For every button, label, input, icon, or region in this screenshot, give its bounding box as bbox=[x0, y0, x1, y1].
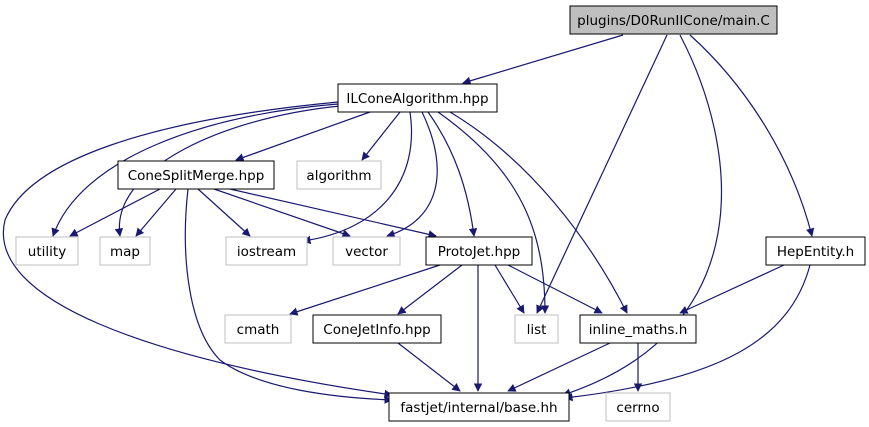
edge-protojet-inline bbox=[507, 264, 603, 314]
edge-ilcone-iostream bbox=[302, 111, 412, 245]
edge-ilcone-algorithm bbox=[361, 111, 401, 161]
node-iostream[interactable]: iostream bbox=[225, 236, 308, 266]
node-conesplit[interactable]: ConeSplitMerge.hpp bbox=[117, 160, 275, 190]
node-cerrno-label: cerrno bbox=[616, 400, 659, 416]
node-algorithm[interactable]: algorithm bbox=[296, 160, 382, 190]
node-hepentity-label: HepEntity.h bbox=[777, 244, 854, 260]
node-algorithm-label: algorithm bbox=[306, 168, 371, 184]
edge-ilcone-list bbox=[437, 111, 550, 314]
edge-ilcone-utility bbox=[51, 103, 339, 237]
edge-conesplit-base bbox=[184, 188, 393, 404]
nodes: plugins/D0RunIICone/main.C ILConeAlgorit… bbox=[15, 5, 866, 422]
node-base[interactable]: fastjet/internal/base.hh bbox=[388, 392, 570, 422]
node-vector[interactable]: vector bbox=[332, 236, 401, 266]
edge-conesplit-map bbox=[135, 188, 177, 237]
node-map-label: map bbox=[110, 244, 140, 260]
node-conesplit-label: ConeSplitMerge.hpp bbox=[128, 168, 265, 184]
node-map[interactable]: map bbox=[99, 236, 151, 266]
edge-ilcone-protojet bbox=[427, 111, 478, 237]
edge-root-hepentity bbox=[689, 34, 815, 237]
edges bbox=[2, 34, 815, 404]
edge-ilcone-conesplit bbox=[235, 111, 371, 162]
node-ilcone[interactable]: ILConeAlgorithm.hpp bbox=[337, 83, 498, 113]
node-base-label: fastjet/internal/base.hh bbox=[400, 400, 557, 416]
edge-root-ilcone bbox=[462, 34, 624, 85]
edge-conesplit-vector bbox=[213, 188, 351, 238]
node-list[interactable]: list bbox=[514, 314, 559, 344]
node-conejetinfo[interactable]: ConeJetInfo.hpp bbox=[312, 314, 442, 344]
node-conejetinfo-label: ConeJetInfo.hpp bbox=[323, 322, 430, 338]
edge-protojet-cmath bbox=[289, 264, 441, 316]
node-root[interactable]: plugins/D0RunIICone/main.C bbox=[569, 5, 778, 35]
edge-conesplit-iostream bbox=[197, 188, 251, 237]
node-protojet-label: ProtoJet.hpp bbox=[438, 244, 521, 260]
edge-conejetinfo-base bbox=[397, 342, 461, 392]
edge-protojet-list bbox=[494, 264, 525, 314]
edge-hepentity-base bbox=[564, 264, 811, 402]
node-utility[interactable]: utility bbox=[15, 236, 79, 266]
edge-conesplit-protojet bbox=[229, 188, 437, 239]
edge-inline-base bbox=[507, 342, 611, 392]
node-root-label: plugins/D0RunIICone/main.C bbox=[577, 13, 770, 29]
node-list-label: list bbox=[527, 322, 547, 338]
node-inline-maths-label: inline_maths.h bbox=[589, 322, 688, 338]
edge-ilcone-base bbox=[2, 101, 393, 399]
edge-ilcone-inline bbox=[449, 111, 628, 314]
node-cmath[interactable]: cmath bbox=[224, 314, 292, 344]
edge-conesplit-utility bbox=[69, 188, 161, 237]
node-iostream-label: iostream bbox=[237, 244, 296, 260]
edge-root-base bbox=[562, 34, 723, 397]
node-inline-maths[interactable]: inline_maths.h bbox=[579, 314, 697, 344]
node-cmath-label: cmath bbox=[237, 322, 280, 338]
node-ilcone-label: ILConeAlgorithm.hpp bbox=[346, 91, 488, 107]
edge-root-list bbox=[536, 34, 668, 314]
edge-protojet-conejetinfo bbox=[397, 264, 463, 315]
node-hepentity[interactable]: HepEntity.h bbox=[765, 236, 866, 266]
edge-hepentity-inline bbox=[679, 264, 785, 314]
node-utility-label: utility bbox=[28, 244, 66, 260]
node-protojet[interactable]: ProtoJet.hpp bbox=[425, 236, 533, 266]
node-cerrno[interactable]: cerrno bbox=[605, 392, 671, 422]
edge-ilcone-map bbox=[114, 105, 341, 237]
node-vector-label: vector bbox=[345, 244, 388, 260]
